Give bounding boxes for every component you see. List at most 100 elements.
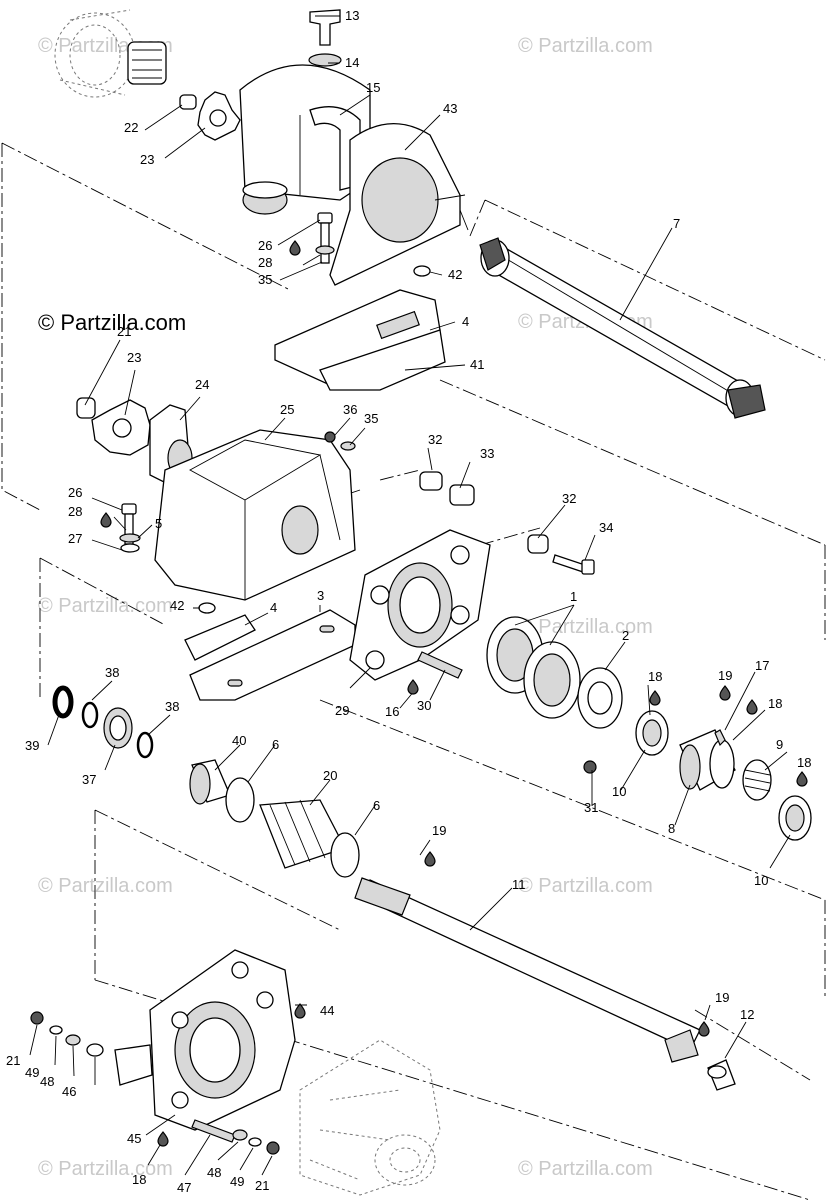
- callout-label: 10: [754, 873, 768, 888]
- part-49-washer-left: [49, 1025, 63, 1035]
- callout-label: 19: [432, 823, 446, 838]
- watermark: © Partzilla.com: [518, 875, 653, 897]
- watermark: © Partzilla.com: [518, 35, 653, 57]
- oil-drop-icon: [407, 679, 419, 695]
- part-6-clamp-a: [225, 777, 255, 823]
- callout-label: 37: [82, 772, 96, 787]
- callout-label: 18: [797, 755, 811, 770]
- callout-label: 28: [258, 255, 272, 270]
- callout-label: 21: [117, 324, 131, 339]
- callout-label: 39: [25, 738, 39, 753]
- callout-label: 11: [512, 877, 526, 892]
- part-27-lock-washer: [120, 543, 140, 553]
- engine-coupler-ghost: [54, 9, 167, 98]
- callout-label: 13: [345, 8, 359, 23]
- assembly-outline-upper: [1, 142, 826, 546]
- part-4-plate-mid: [184, 614, 256, 661]
- callout-label: 33: [480, 446, 494, 461]
- part-31-nut: [583, 760, 597, 774]
- callout-label: 4: [270, 600, 277, 615]
- callout-label: 48: [207, 1165, 221, 1180]
- watermark: © Partzilla.com: [518, 1158, 653, 1180]
- callout-label: 12: [740, 1007, 754, 1022]
- oil-drop-icon: [100, 512, 112, 528]
- callout-label: 6: [373, 798, 380, 813]
- part-13-wing-knob: [309, 9, 341, 46]
- oil-drop-icon: [157, 1131, 169, 1147]
- callout-label: 5: [155, 516, 162, 531]
- callout-label: 3: [317, 588, 324, 603]
- oil-drop-icon: [746, 699, 758, 715]
- part-14-washer: [308, 53, 342, 67]
- callout-label: 18: [648, 669, 662, 684]
- callout-label: 43: [443, 101, 457, 116]
- callout-label: 8: [668, 821, 675, 836]
- assembly-outline-lower: [94, 699, 826, 1200]
- callout-label: 21: [6, 1053, 20, 1068]
- watermark: © Partzilla.com: [38, 875, 173, 897]
- watermark: © Partzilla.com: [38, 1158, 173, 1180]
- callout-label: 7: [673, 216, 680, 231]
- part-12-cap: [707, 1059, 736, 1091]
- part-36-nut: [324, 431, 336, 443]
- callout-label: 10: [612, 784, 626, 799]
- callout-label: 32: [428, 432, 442, 447]
- part-23-rubber-coupler-top: [197, 91, 241, 141]
- part-9-needle-bearing: [742, 759, 772, 801]
- oil-drop-icon: [289, 240, 301, 256]
- callout-label: 23: [140, 152, 154, 167]
- callout-label: 38: [165, 699, 179, 714]
- callout-label: 19: [715, 990, 729, 1005]
- part-11-impeller-shaft: [354, 877, 701, 1063]
- callout-label: 46: [62, 1084, 76, 1099]
- part-26-bolt-top: [317, 212, 333, 264]
- oil-drop-icon: [649, 690, 661, 706]
- callout-label: 19: [718, 668, 732, 683]
- callout-label: 29: [335, 703, 349, 718]
- part-21-nut-right: [266, 1141, 280, 1155]
- part-5-washer: [119, 533, 141, 543]
- part-32-spacer-right: [527, 534, 549, 554]
- callout-label: 27: [68, 531, 82, 546]
- part-40-bushing: [189, 759, 231, 805]
- oil-drop-icon: [796, 771, 808, 787]
- part-21-bushing-mid: [76, 397, 96, 419]
- part-15-air-intake-cover: [239, 64, 371, 215]
- oil-drop-icon: [294, 1003, 306, 1019]
- callout-label: 21: [255, 1178, 269, 1193]
- callout-label: 44: [320, 1003, 334, 1018]
- callout-label: 45: [127, 1131, 141, 1146]
- part-7-drive-shaft: [479, 237, 766, 419]
- part-43-bracket: [329, 123, 469, 286]
- callout-label: 16: [385, 704, 399, 719]
- part-6-clamp-b: [330, 832, 360, 878]
- callout-label: 28: [68, 504, 82, 519]
- callout-label: 35: [258, 272, 272, 287]
- jet-pump-ghost: [299, 1039, 441, 1196]
- callout-label: 42: [170, 598, 184, 613]
- callout-label: 48: [40, 1074, 54, 1089]
- part-38-o-ring: [81, 701, 99, 729]
- part-35-washer-mid: [340, 441, 356, 451]
- part-21-nut-left: [30, 1011, 44, 1025]
- callout-label: 30: [417, 698, 431, 713]
- callout-label: 26: [68, 485, 82, 500]
- callout-label: 49: [25, 1065, 39, 1080]
- callout-label: 6: [272, 737, 279, 752]
- callout-label: 47: [177, 1180, 191, 1195]
- callout-label: 49: [230, 1174, 244, 1189]
- part-48-washer-left: [65, 1034, 81, 1046]
- part-10-bearing-b: [778, 795, 812, 841]
- callout-label: 40: [232, 733, 246, 748]
- callout-label: 32: [562, 491, 576, 506]
- oil-drop-icon: [698, 1021, 710, 1037]
- oil-drop-icon: [719, 685, 731, 701]
- oil-drop-icon: [424, 851, 436, 867]
- callout-label: 26: [258, 238, 272, 253]
- part-34-bolt: [552, 554, 595, 575]
- part-47-stud: [191, 1119, 236, 1143]
- part-42-screw-mid: [198, 602, 216, 614]
- callout-label: 41: [470, 357, 484, 372]
- callout-label: 35: [364, 411, 378, 426]
- part-45-pump-housing: [114, 949, 296, 1131]
